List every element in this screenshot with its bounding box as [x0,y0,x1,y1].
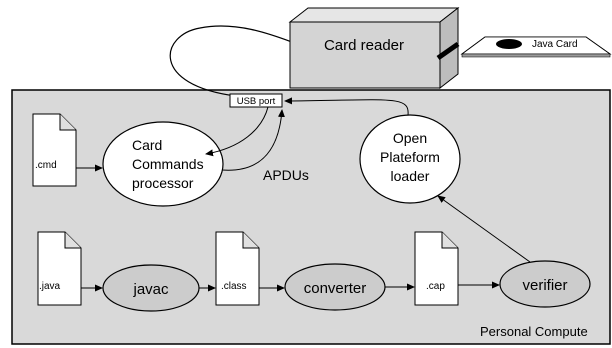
card-chip [496,39,522,49]
cap-file-label: .cap [426,281,445,292]
card-commands-processor: Card Commands processor [102,121,224,207]
cmd-file: .cmd [32,113,77,187]
java-card-label: Java Card [532,39,578,50]
verifier-tool: verifier [499,260,591,308]
open-plateform-loader: Open Plateform loader [359,114,461,204]
usb-port [229,93,283,108]
processor-line1: Card [132,137,162,153]
class-file-label: .class [221,281,247,292]
card-slot [436,41,460,61]
java-file-label: .java [39,281,61,292]
loader-line3: loader [391,168,430,184]
processor-line3: processor [132,175,194,191]
arrow-processor-to-usb [221,109,285,171]
arrow-loader-to-usb [284,97,409,116]
cmd-file-label: .cmd [35,160,57,171]
converter-tool: converter [284,263,386,311]
java-file: .java [37,231,82,306]
javac-label: javac [132,281,169,298]
arrow-verifier-to-loader [437,195,531,263]
converter-label: converter [304,280,367,297]
card-reader-label: Card reader [324,37,404,54]
processor-line2: Commands [132,156,204,172]
class-file: .class [215,231,260,306]
javac-tool: javac [102,264,200,312]
usb-port-label: USB port [237,96,276,107]
java-card: Java Card [460,36,612,58]
card-reader: Card reader [288,6,460,90]
apdus-label: APDUs [263,167,309,183]
loader-line2: Plateform [380,149,440,165]
personal-computer-label: Personal Compute [480,324,588,339]
cap-file: .cap [414,231,459,306]
usb-cable [169,25,301,97]
verifier-label: verifier [522,277,567,294]
loader-line1: Open [393,130,427,146]
arrow-usb-to-processor [205,106,269,157]
